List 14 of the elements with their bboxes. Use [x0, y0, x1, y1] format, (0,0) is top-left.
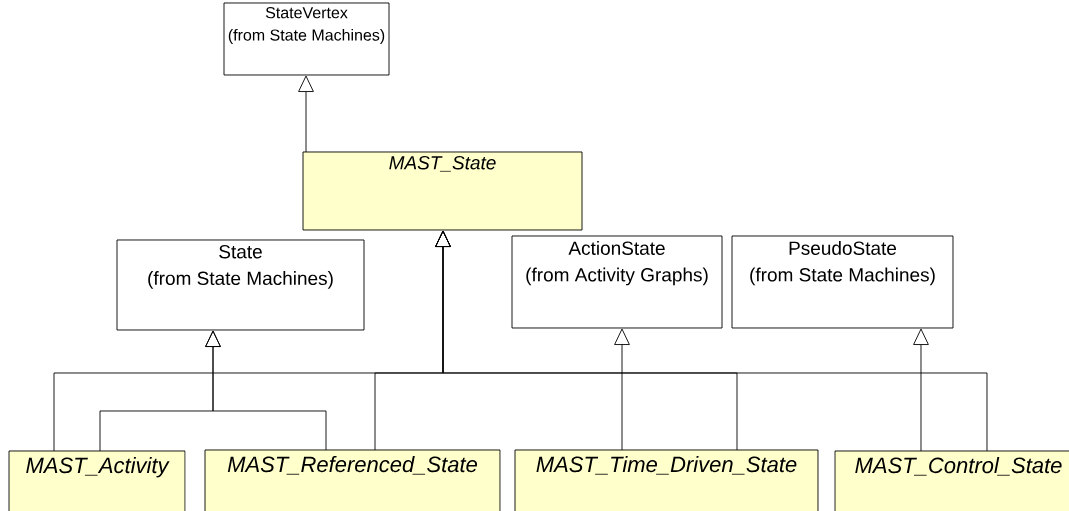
- generalization-arrow: [913, 328, 929, 452]
- generalization-arrow: [614, 328, 630, 451]
- class-box: State (from State Machines): [116, 239, 365, 331]
- class-box: MAST_Referenced_State: [204, 449, 501, 511]
- generalization-arrow: [298, 75, 314, 153]
- class-box: MAST_Activity: [8, 450, 186, 511]
- generalization-arrow: [435, 230, 988, 452]
- generalization-arrow: [205, 330, 327, 451]
- class-box: MAST_State: [302, 151, 583, 231]
- class-box: ActionState (from Activity Graphs): [511, 235, 723, 329]
- class-box: PseudoState (from State Machines): [731, 235, 954, 329]
- class-box: StateVertex (from State Machines): [223, 2, 390, 76]
- class-box: MAST_Control_State: [834, 450, 1069, 511]
- class-box: MAST_Time_Driven_State: [514, 449, 819, 511]
